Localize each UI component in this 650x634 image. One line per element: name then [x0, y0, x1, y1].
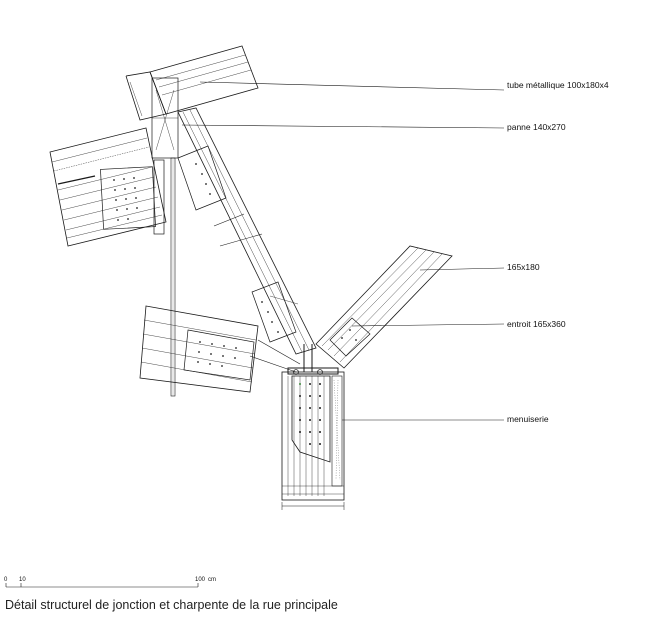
label-entroit: entroit 165x360 [507, 319, 566, 329]
leader-lines [181, 81, 505, 421]
menuiserie-strip [331, 375, 343, 487]
left-upper-plate-bolts [113, 177, 138, 221]
ridge-roof-block [125, 45, 259, 121]
lower-left-plate-bolts [197, 341, 237, 367]
scale-bar [5, 583, 199, 588]
label-beam: 165x180 [507, 262, 540, 272]
drawing-caption: Détail structurel de jonction et charpen… [5, 598, 338, 612]
diagonal-rafter [177, 107, 317, 355]
lower-left-beam [139, 305, 301, 393]
left-upper-roof-panel [49, 127, 167, 247]
right-inclined-beam [315, 245, 453, 369]
leader-tube [199, 81, 505, 91]
leader-entroit [351, 323, 505, 327]
leader-panne [181, 124, 505, 129]
vertical-steel-post [151, 77, 179, 397]
scale-label-0: 0 [4, 577, 8, 583]
label-panne: panne 140x270 [507, 122, 566, 132]
scale-label-100: 100 [195, 577, 206, 583]
label-menuiserie: menuiserie [507, 414, 549, 424]
column-dimension [281, 502, 345, 510]
column-base-block [281, 344, 345, 501]
column-bolts [293, 369, 323, 445]
label-tube: tube métallique 100x180x4 [507, 80, 609, 90]
rafter-plate-bolts [195, 163, 279, 333]
right-beam-bolts [341, 329, 357, 341]
scale-label-10: 10 [19, 577, 26, 583]
leader-beam [419, 267, 505, 271]
scale-unit: cm [208, 577, 216, 583]
